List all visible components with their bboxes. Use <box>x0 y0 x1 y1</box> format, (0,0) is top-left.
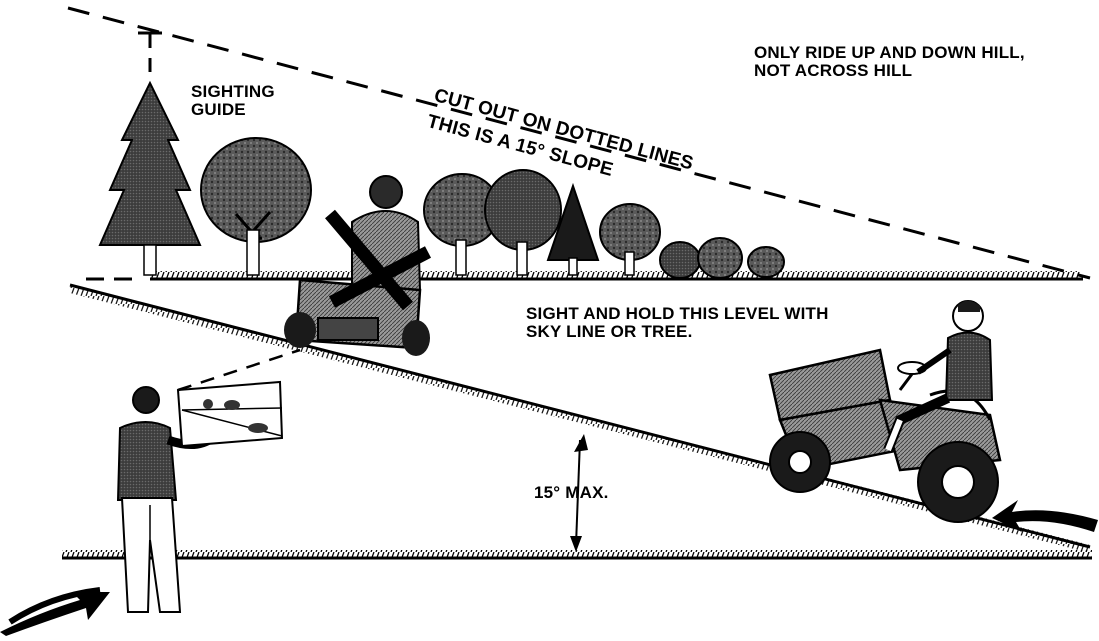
bush-2 <box>698 238 742 278</box>
sighting-guide-line-2: GUIDE <box>191 101 275 119</box>
sight-note-line-1: SIGHT AND HOLD THIS LEVEL WITH <box>526 305 829 323</box>
direction-arrow-left <box>0 590 110 636</box>
sight-note-line-2: SKY LINE OR TREE. <box>526 323 829 341</box>
sighting-card <box>178 382 282 446</box>
sighting-guide-line-1: SIGHTING <box>191 83 275 101</box>
horizon-ground-line <box>150 271 1083 279</box>
bush-1 <box>660 242 700 278</box>
bush-3 <box>748 247 784 277</box>
sight-note-label: SIGHT AND HOLD THIS LEVEL WITH SKY LINE … <box>526 305 829 342</box>
ride-note-line-2: NOT ACROSS HILL <box>754 62 1025 80</box>
sighting-guide-label: SIGHTING GUIDE <box>191 83 275 120</box>
ride-note-label: ONLY RIDE UP AND DOWN HILL, NOT ACROSS H… <box>754 44 1025 81</box>
round-tree-1 <box>201 138 311 275</box>
round-tree-4 <box>600 204 660 275</box>
ride-note-line-1: ONLY RIDE UP AND DOWN HILL, <box>754 44 1025 62</box>
max-angle-label: 15° MAX. <box>534 484 609 502</box>
bottom-ground-line <box>62 550 1092 558</box>
tall-pine-tree <box>100 83 200 275</box>
